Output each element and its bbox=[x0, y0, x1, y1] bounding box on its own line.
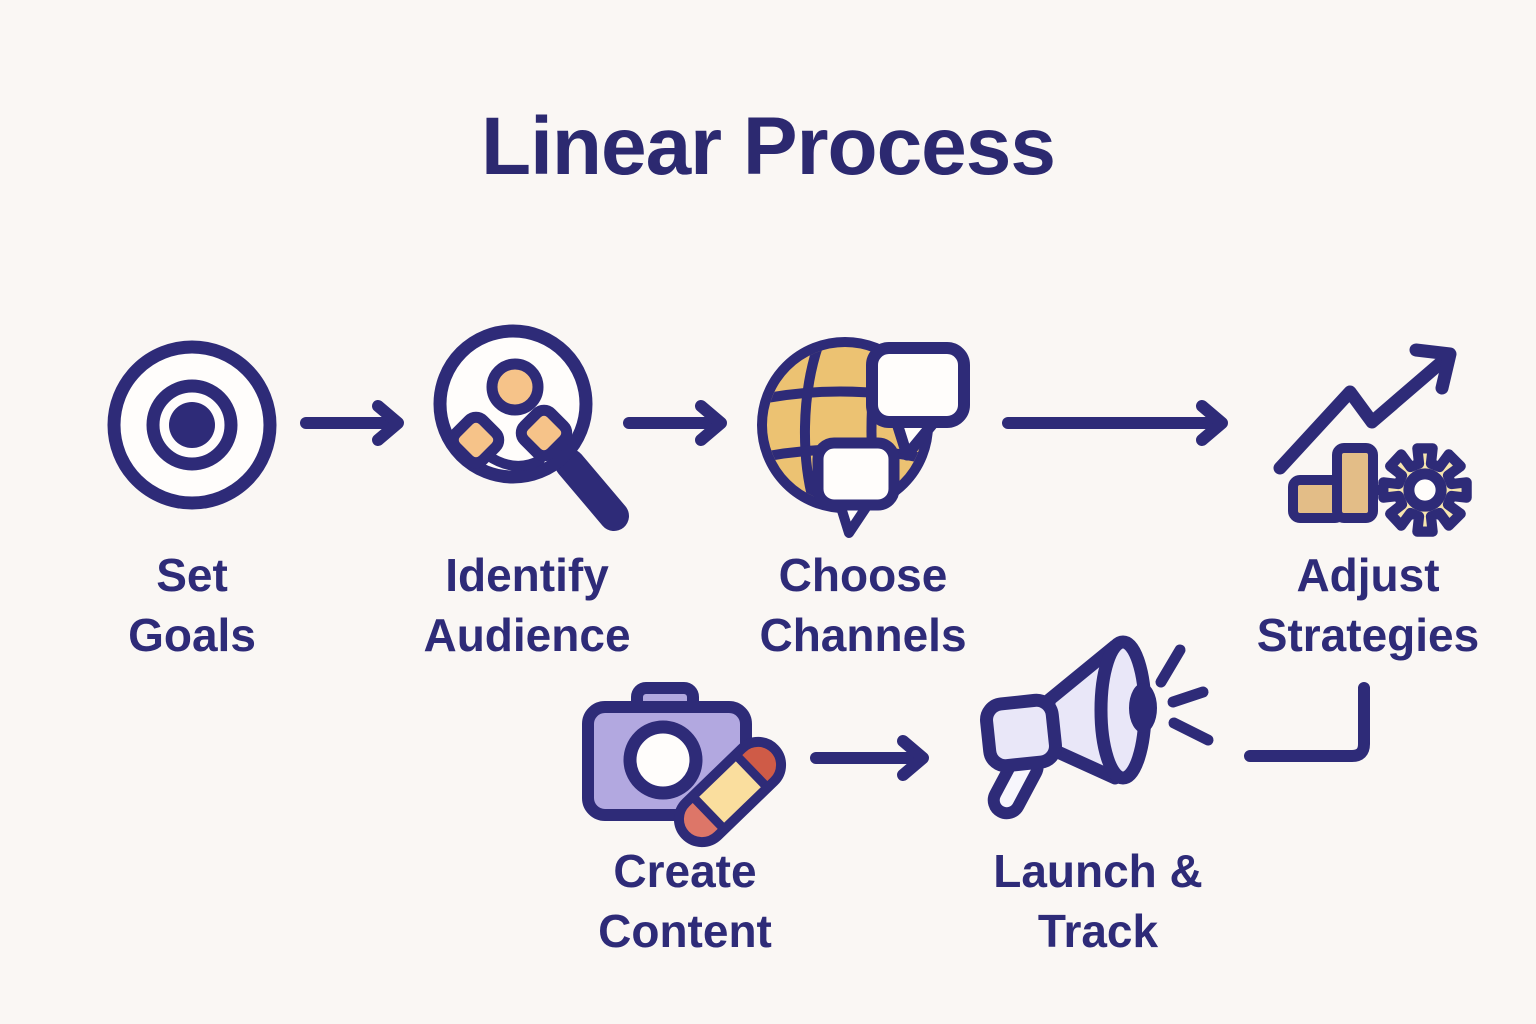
step-label-identify-audience: Identify Audience bbox=[423, 549, 631, 661]
growth-chart-gear-icon bbox=[1273, 343, 1472, 537]
audience-magnifier-icon bbox=[433, 324, 629, 531]
target-icon bbox=[107, 340, 277, 510]
elbow-connector bbox=[1244, 682, 1370, 762]
step-label-choose-channels: Choose Channels bbox=[759, 549, 967, 661]
arrow-right-icon bbox=[1002, 400, 1228, 446]
diagram-title: Linear Process bbox=[481, 101, 1056, 192]
globe-chat-icon bbox=[757, 337, 970, 538]
arrow-right-icon bbox=[623, 400, 727, 446]
step-label-set-goals: Set Goals bbox=[128, 549, 256, 661]
megaphone-icon bbox=[980, 635, 1214, 820]
arrow-right-icon bbox=[810, 735, 929, 781]
step-label-adjust-strategies: Adjust Strategies bbox=[1256, 549, 1480, 661]
step-label-launch-track: Launch & Track bbox=[993, 845, 1203, 957]
camera-marker-icon bbox=[582, 682, 787, 848]
step-label-create-content: Create Content bbox=[598, 845, 772, 957]
arrow-right-icon bbox=[300, 400, 404, 446]
